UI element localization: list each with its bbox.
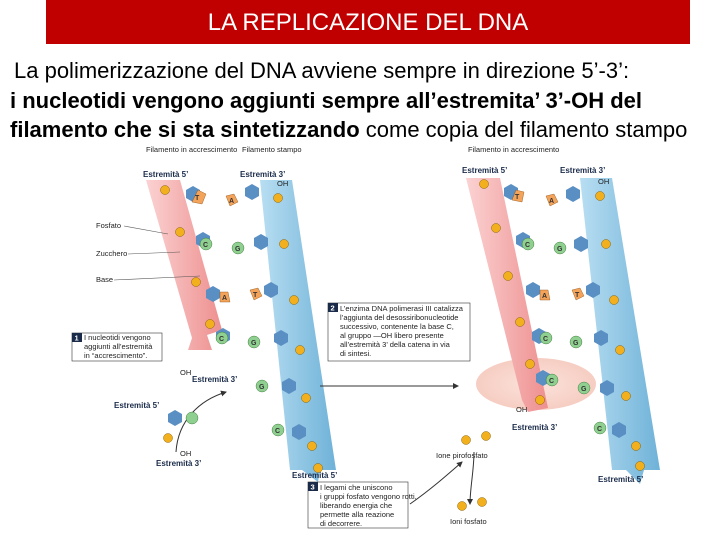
- step2-line-2: l’aggiunta del desossiribonucleotide: [340, 313, 458, 322]
- right-base-9: C: [549, 378, 554, 385]
- step3-line-2: i gruppi fosfato vengono rotti,: [320, 492, 417, 501]
- right-end3-mid: Estremità 3’: [512, 423, 557, 432]
- left-base-1: T: [195, 195, 200, 202]
- right-base-5: A: [542, 293, 547, 300]
- left-end3-top: Estremità 3’: [240, 170, 285, 179]
- pyrophosphate-label: Ione pirofosfato: [436, 451, 488, 460]
- right-base-4: G: [557, 246, 563, 253]
- step2-line-6: di sintesi.: [340, 349, 371, 358]
- step3-box: [307, 481, 409, 529]
- left-growing-label: Filamento in accrescimento: [146, 145, 237, 154]
- right-end5-bottom: Estremità 5’: [598, 475, 643, 484]
- left-base-4: G: [235, 246, 241, 253]
- left-base-9: G: [259, 384, 265, 391]
- step2-number: 2: [331, 304, 335, 313]
- left-end5-bottom: Estremità 5’: [114, 401, 159, 410]
- left-base-5: A: [222, 295, 227, 302]
- left-incoming-arrow: [175, 390, 227, 453]
- body-paragraph: i nucleotidi vengono aggiunti sempre all…: [10, 86, 716, 144]
- phosphate-ions-label: Ioni fosfato: [450, 517, 487, 526]
- step1-box: [71, 332, 163, 362]
- right-oh-top: OH: [598, 177, 609, 186]
- step1-number: 1: [75, 334, 79, 343]
- left-end5-bottom-template: Estremità 5’: [292, 471, 337, 480]
- left-oh-top: OH: [277, 179, 288, 188]
- right-growing-strand: [466, 178, 548, 412]
- step3-line-5: di decorrere.: [320, 519, 362, 528]
- step2-line-5: all’estremità 3’ della catena in via: [340, 340, 451, 349]
- right-base-2: A: [549, 198, 554, 205]
- base-leader: [113, 275, 201, 281]
- right-base-11: C: [597, 426, 602, 433]
- base-label: Base: [96, 275, 113, 284]
- right-base-3: C: [525, 242, 530, 249]
- sugar-leader: [127, 251, 181, 255]
- step2-box: [327, 302, 471, 362]
- left-end3-mid: Estremità 3’: [192, 375, 237, 384]
- phosphate-leader: [123, 225, 169, 235]
- step2-line-3: successivo, contenente la base C,: [340, 322, 454, 331]
- right-template-strand: [580, 178, 660, 484]
- right-nucleotides: T A C G A T C G: [479, 179, 645, 471]
- left-oh-mid: OH: [180, 368, 191, 377]
- step3-line-1: I legami che uniscono: [320, 483, 393, 492]
- step3-number-box: [308, 482, 318, 491]
- left-template-strand: [260, 180, 336, 482]
- right-end5-top: Estremità 5’: [462, 166, 507, 175]
- step3-number: 3: [311, 483, 315, 492]
- right-base-7: C: [543, 336, 548, 343]
- right-base-1: T: [515, 194, 520, 201]
- left-end3-bottom: Estremità 3’: [156, 459, 201, 468]
- title-bar: LA REPLICAZIONE DEL DNA: [46, 0, 690, 44]
- right-growing-label: Filamento in accrescimento: [468, 145, 559, 154]
- pyrophosphate-split-arrow: [467, 451, 475, 505]
- step1-number-box: [72, 333, 82, 342]
- left-base-10: C: [275, 428, 280, 435]
- phosphate-label: Fosfato: [96, 221, 121, 230]
- sugar-label: Zucchero: [96, 249, 127, 258]
- body-bold-text: i nucleotidi vengono aggiunti sempre all…: [10, 88, 643, 142]
- right-panel: Filamento in accrescimento Estremità 5’ …: [307, 145, 660, 529]
- left-base-6: T: [253, 292, 258, 299]
- step1-line-1: I nucleotidi vengono: [84, 333, 151, 342]
- right-end3-top: Estremità 3’: [560, 166, 605, 175]
- left-template-label: Filamento stampo: [242, 145, 302, 154]
- right-base-10: G: [581, 386, 587, 393]
- left-base-3: C: [203, 242, 208, 249]
- step1-line-3: in “accrescimento”.: [84, 351, 147, 360]
- left-oh-bottom: OH: [180, 449, 191, 458]
- step3-line-4: permette alla reazione: [320, 510, 394, 519]
- body-regular-text: come copia del filamento stampo: [359, 117, 688, 142]
- step2-line-4: al gruppo —OH libero presente: [340, 331, 444, 340]
- left-base-7: C: [219, 336, 224, 343]
- left-panel: Filamento in accrescimento Filamento sta…: [71, 145, 337, 482]
- left-growing-strand: [146, 180, 222, 350]
- step3-line-3: liberando energia che: [320, 501, 392, 510]
- right-base-8: G: [573, 340, 579, 347]
- right-oh-mid: OH: [516, 405, 527, 414]
- page-title: LA REPLICAZIONE DEL DNA: [207, 9, 529, 36]
- intro-line: La polimerizzazione del DNA avviene semp…: [14, 58, 630, 83]
- left-base-8: G: [251, 340, 257, 347]
- step2-number-box: [328, 303, 338, 312]
- right-base-6: T: [575, 292, 580, 299]
- left-nucleotides: T A C G A T C: [160, 184, 323, 473]
- step2-line-1: L’enzima DNA polimerasi III catalizza: [340, 304, 464, 313]
- left-end5-top: Estremità 5’: [143, 170, 188, 179]
- released-phosphates: [457, 431, 491, 511]
- left-base-2: A: [229, 198, 234, 205]
- step3-arrow: [409, 461, 463, 505]
- step1-line-2: aggiunti all’estremità: [84, 342, 153, 351]
